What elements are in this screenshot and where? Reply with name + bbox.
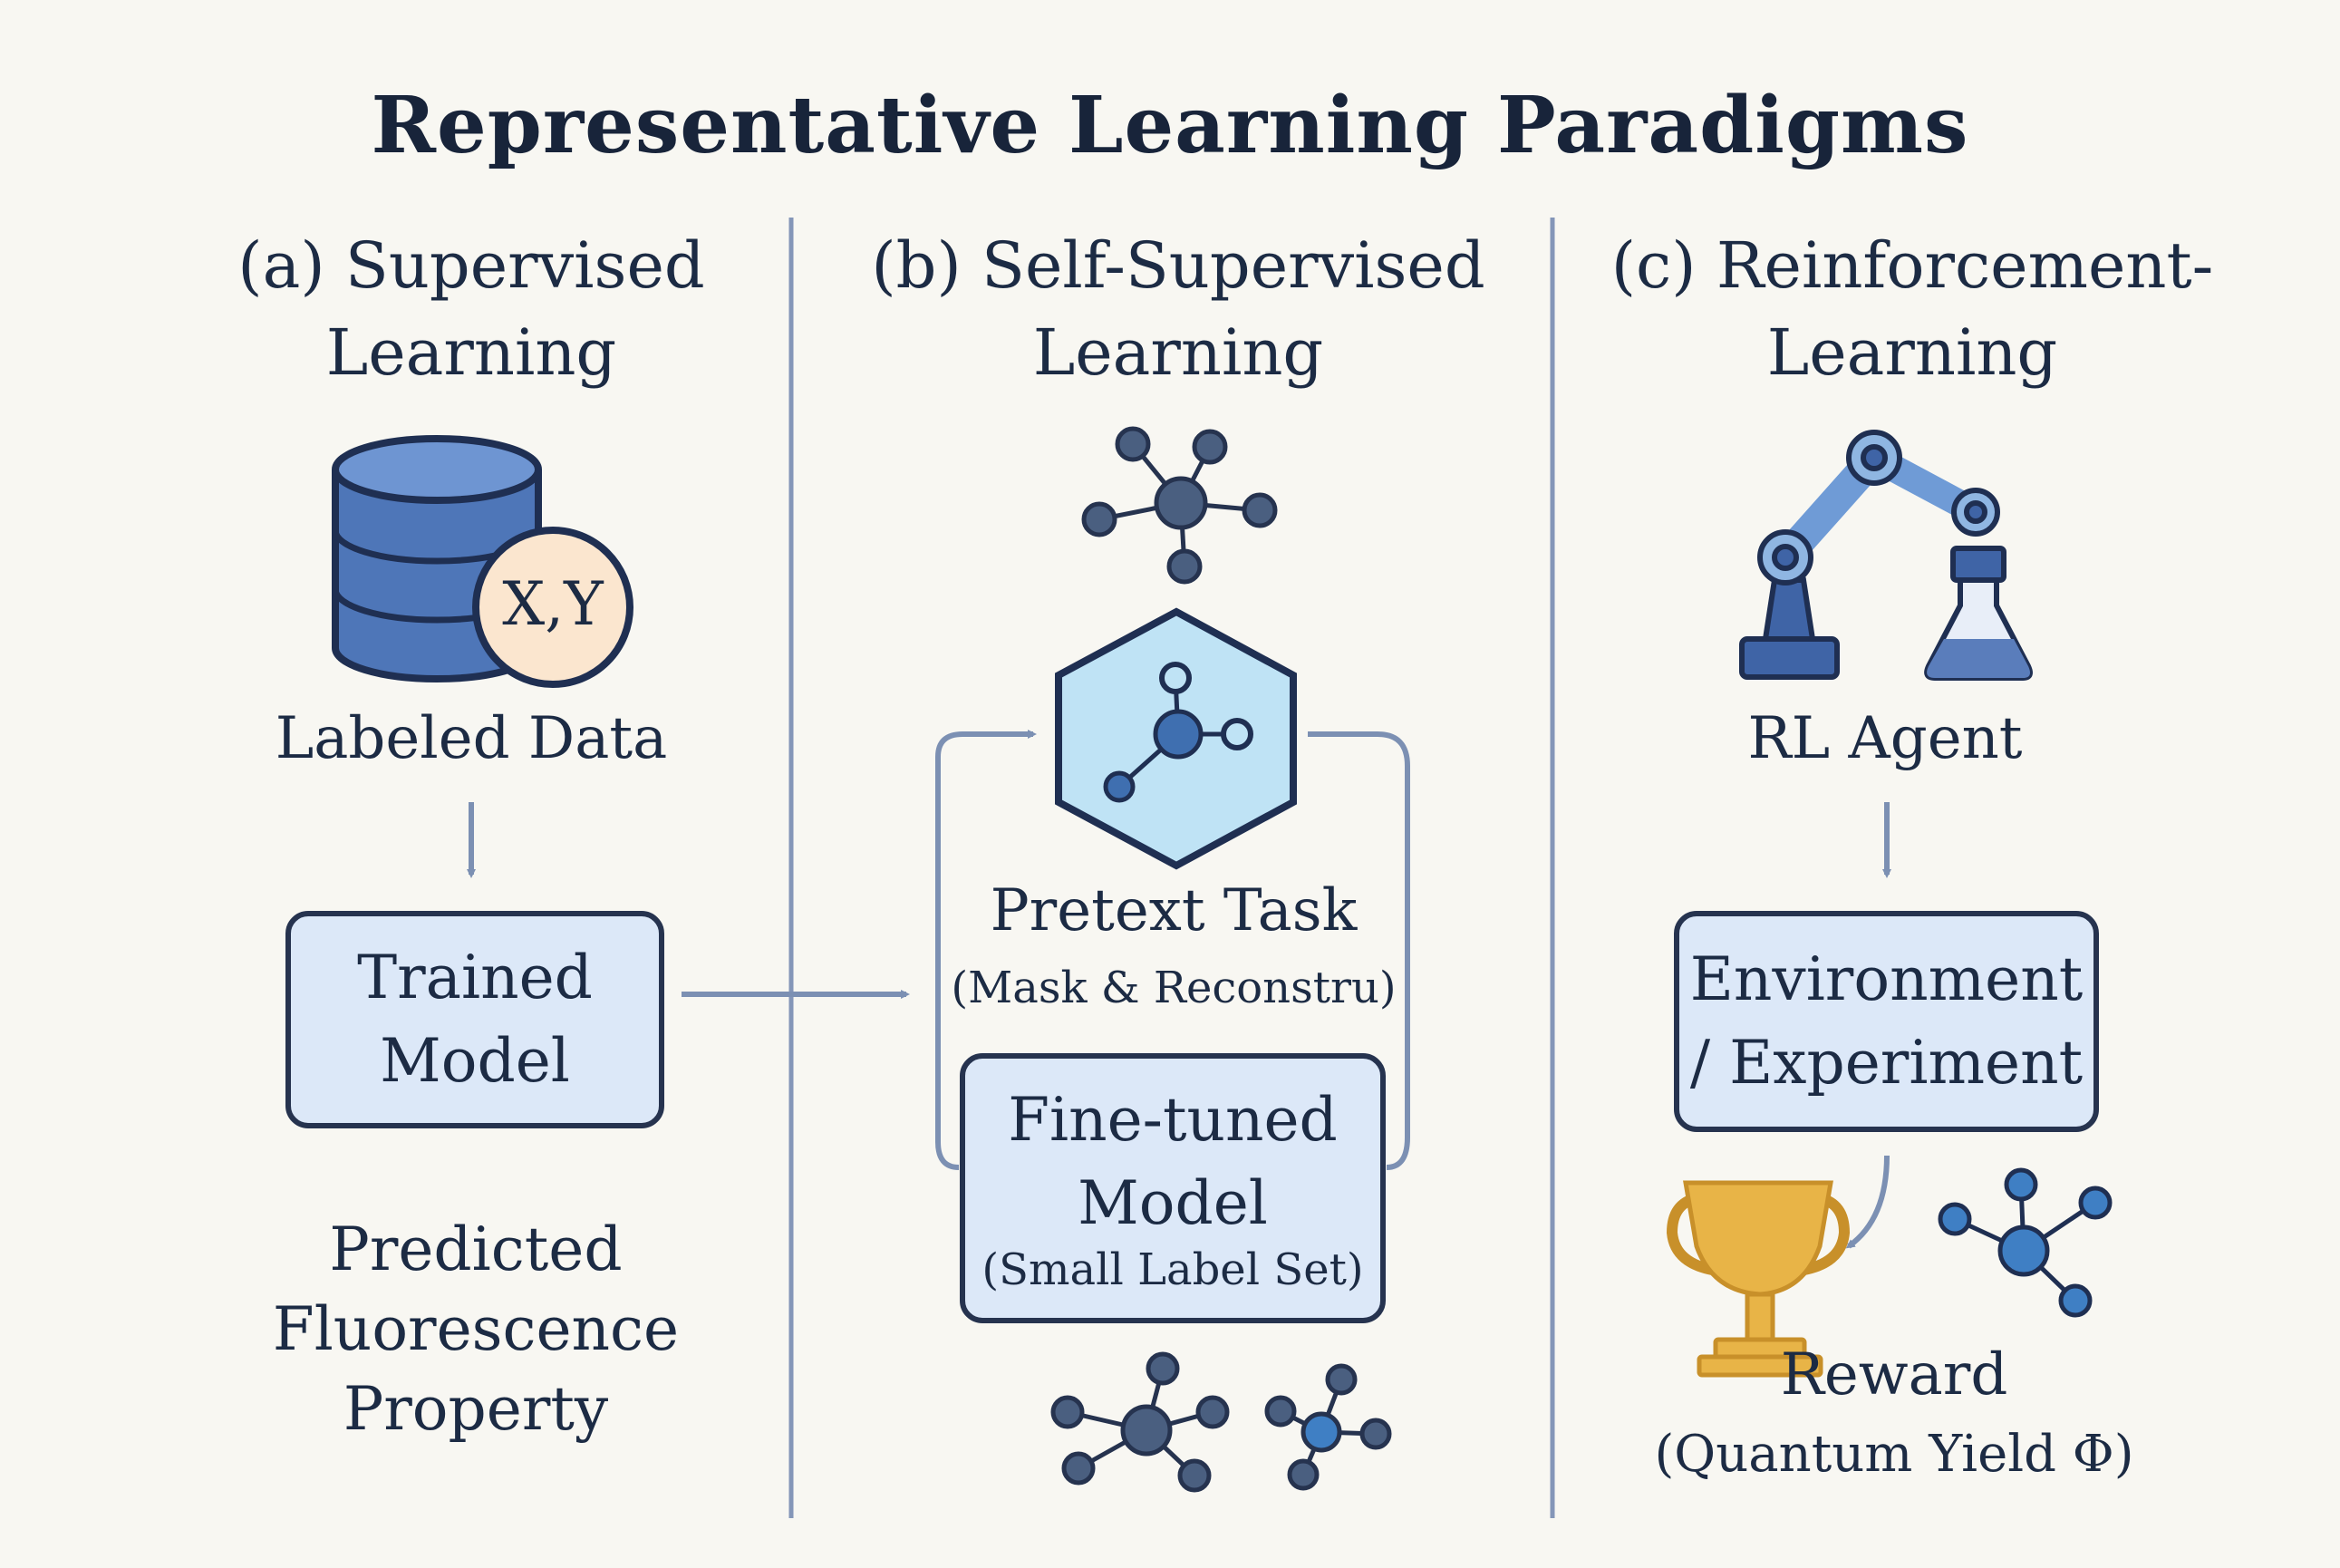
robot-arm-icon bbox=[1739, 430, 2000, 680]
labeled-data-label: Labeled Data bbox=[275, 705, 668, 772]
predicted-line3: Property bbox=[343, 1374, 609, 1444]
flask-icon bbox=[1924, 546, 2033, 681]
reward-sub: (Quantum Yield Φ) bbox=[1654, 1425, 2134, 1484]
environment-line1: Environment bbox=[1689, 944, 2084, 1014]
molecule-icon-bottom-left bbox=[1050, 1351, 1230, 1493]
self-supervised-heading-line2: Learning bbox=[1032, 315, 1324, 390]
diagram-title: Representative Learning Paradigms bbox=[371, 80, 1969, 171]
xy-badge-icon bbox=[472, 527, 633, 688]
pretext-task-sub: (Mask & Reconstru) bbox=[951, 963, 1397, 1013]
predicted-line1: Predicted bbox=[329, 1215, 623, 1284]
fine-tuned-sub: (Small Label Set) bbox=[981, 1244, 1364, 1295]
self-supervised-heading: (b) Self-Supervised Learning bbox=[798, 222, 1559, 396]
self-supervised-heading-line1: (b) Self-Supervised bbox=[871, 228, 1485, 303]
fine-tuned-model-text: Fine-tuned Model bbox=[962, 1079, 1383, 1245]
trained-model-text: Trained Model bbox=[288, 936, 662, 1103]
molecule-icon-bottom-right bbox=[1264, 1363, 1392, 1491]
loop-line-right bbox=[1308, 731, 1410, 1170]
rl-agent-label: RL Agent bbox=[1747, 705, 2023, 772]
molecule-icon-top bbox=[1081, 426, 1278, 585]
reward-label: Reward bbox=[1780, 1341, 2008, 1408]
supervised-heading: (a) Supervised Learning bbox=[91, 222, 852, 396]
environment-text: Environment / Experiment bbox=[1677, 938, 2096, 1105]
molecule-icon-reward bbox=[1938, 1167, 2113, 1318]
fine-tuned-model-box bbox=[960, 1053, 1386, 1323]
fine-tuned-line1: Fine-tuned bbox=[1008, 1085, 1338, 1155]
arrow-env-to-reward bbox=[1845, 1155, 1890, 1249]
supervised-heading-line2: Learning bbox=[325, 315, 617, 390]
pretext-task-label: Pretext Task bbox=[990, 877, 1358, 944]
molecule-icon-hexagon bbox=[1103, 662, 1253, 803]
trophy-icon bbox=[1666, 1180, 1851, 1378]
predicted-line2: Fluorescence bbox=[272, 1294, 680, 1364]
fine-tuned-line2: Model bbox=[1078, 1168, 1268, 1238]
environment-box bbox=[1674, 911, 2099, 1132]
reinforcement-heading: (c) Reinforcement- Learning bbox=[1523, 222, 2302, 396]
reinforcement-heading-line1: (c) Reinforcement- bbox=[1610, 228, 2214, 303]
supervised-heading-line1: (a) Supervised bbox=[237, 228, 705, 303]
trained-model-line1: Trained bbox=[357, 943, 593, 1012]
environment-line2: / Experiment bbox=[1689, 1028, 2084, 1098]
trained-model-line2: Model bbox=[380, 1026, 570, 1096]
xy-badge-label: X,Y bbox=[502, 569, 604, 639]
loop-arrow-left bbox=[935, 730, 1037, 1170]
predicted-output-label: Predicted Fluorescence Property bbox=[163, 1210, 788, 1449]
reinforcement-heading-line2: Learning bbox=[1766, 315, 2058, 390]
trained-model-box bbox=[285, 911, 664, 1128]
